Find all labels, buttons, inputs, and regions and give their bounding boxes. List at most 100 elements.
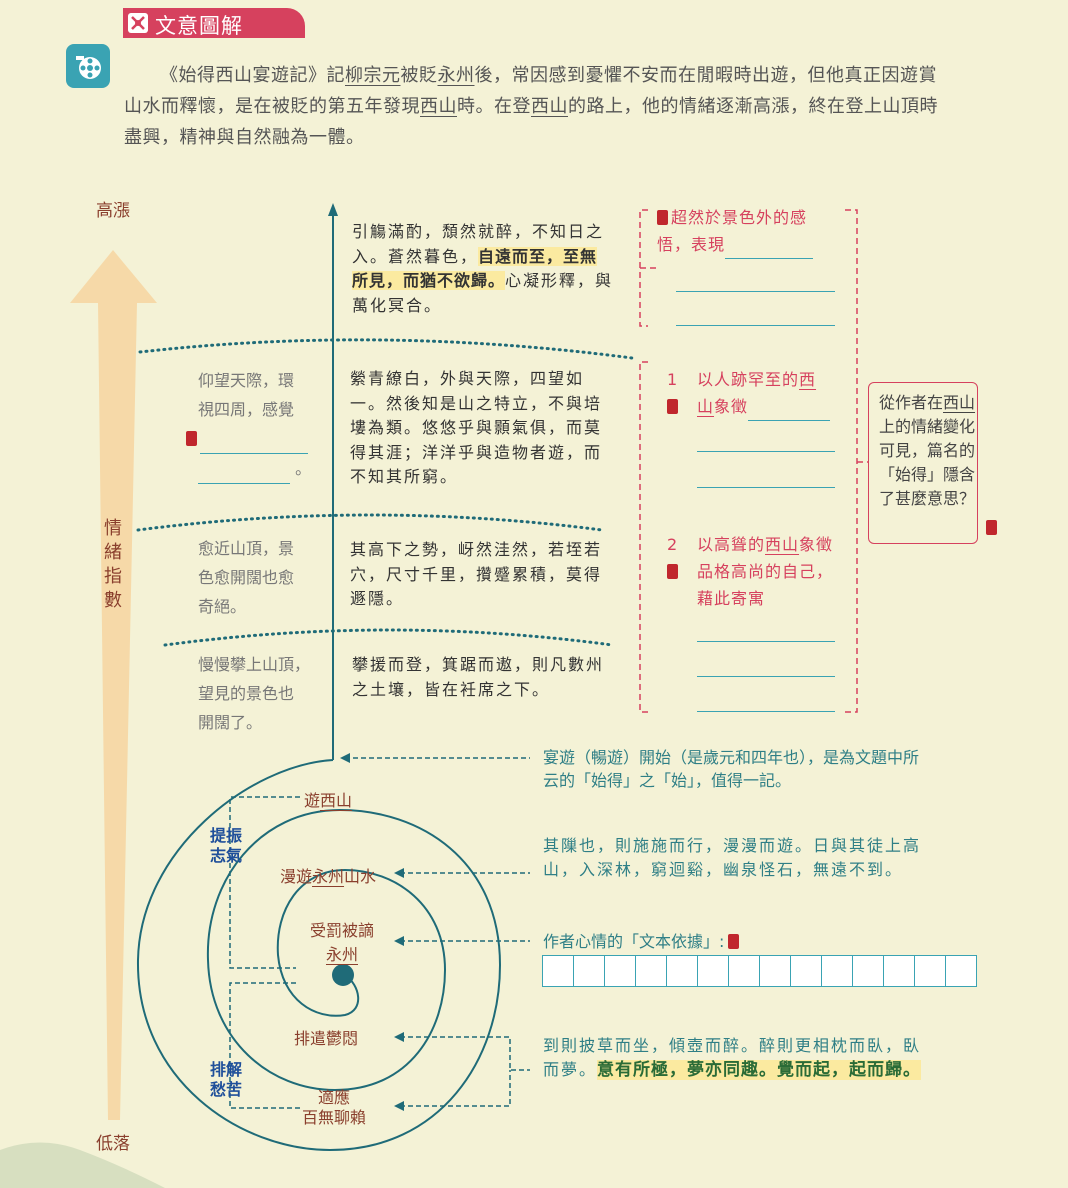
answer-line[interactable] — [697, 487, 835, 488]
answer-line[interactable] — [697, 641, 835, 642]
answer-blank[interactable] — [748, 393, 831, 421]
note-text: 以人跡罕至的 — [697, 370, 800, 389]
basis-label: 作者心情的「文本依據」: — [543, 932, 725, 951]
spiral-label-relieve: 排遣鬱悶 — [294, 1029, 359, 1048]
key-icon — [186, 431, 197, 446]
note-text: 象徵品格高尚的自己，藉此寄寓 — [697, 535, 834, 608]
divider-arc — [138, 338, 634, 360]
divider-arc — [163, 628, 614, 647]
key-icon — [667, 564, 678, 579]
annotation-basis: 作者心情的「文本依據」: — [543, 930, 742, 953]
spiral-label-wander: 漫遊永州山水 — [280, 863, 376, 887]
intro-text: 的路上，他的情緒逐漸高漲，終在登上山頂時盡興，精神與自然融為一體。 — [124, 96, 938, 148]
key-icon — [986, 518, 1000, 537]
label-text: 漫遊 — [280, 867, 313, 886]
axis-bottom-label: 低落 — [96, 1134, 130, 1154]
stage-quote-sky: 縈青繚白，外與天際，四望如一。然後知是山之特立，不與培塿為類。悠悠乎與顥氣俱，而… — [350, 369, 603, 486]
note-place: 山 — [697, 397, 715, 416]
intro-place: 西山 — [531, 96, 568, 117]
grid-cell[interactable] — [821, 955, 853, 987]
intro-text: 後，常因感到憂懼不安而在閒暇時出遊，但他真正因遊賞山水而釋懷，是在被貶的第五年發… — [124, 65, 937, 117]
side-label-spirit: 提振 志氣 — [210, 826, 242, 866]
label-place: 永州 — [312, 867, 345, 886]
grid-cell[interactable] — [914, 955, 946, 987]
note-line: 愈近山頂，景 — [198, 539, 295, 558]
question-text: 從作者在 — [879, 393, 944, 412]
answer-blank[interactable] — [198, 454, 290, 484]
note-line: 慢慢攀上山頂， — [198, 655, 311, 674]
note-line: 開闊了。 — [198, 713, 263, 732]
label-text: 愁苦 — [210, 1080, 243, 1099]
grid-cell[interactable] — [635, 955, 667, 987]
right-note-1: 以人跡罕至的西 山象徵 — [697, 366, 842, 421]
spiral-center — [332, 964, 354, 986]
label-text: 山水 — [344, 867, 377, 886]
note-end: 。 — [295, 459, 312, 478]
grid-cell[interactable] — [666, 955, 698, 987]
right-note-2: 以高聳的西山象徵品格高尚的自己，藉此寄寓 — [697, 531, 839, 612]
grid-cell[interactable] — [790, 955, 822, 987]
note-text: 象徵 — [714, 397, 749, 416]
answer-line[interactable] — [697, 451, 835, 452]
key-icon — [657, 210, 668, 225]
note-line: 色愈開闊也愈 — [198, 568, 295, 587]
answer-grid[interactable] — [542, 955, 977, 987]
intro-place: 永州 — [437, 65, 475, 86]
note-2-marker: 2 — [667, 531, 693, 585]
quote-text: 心凝形釋，與萬化冥合。 — [352, 271, 614, 315]
grid-cell[interactable] — [697, 955, 729, 987]
answer-line[interactable] — [676, 291, 835, 292]
intro-author: 柳宗元 — [345, 65, 401, 86]
answer-line[interactable] — [676, 325, 835, 326]
answer-line[interactable] — [697, 711, 835, 712]
label-text: 適應 — [317, 1088, 350, 1107]
intro-text: 時。在登 — [457, 96, 531, 117]
grid-cell[interactable] — [542, 955, 574, 987]
section-title: 文意圖解 — [155, 14, 243, 38]
quote-highlight: 意有所極，夢亦同趣。覺而起，起而歸。 — [597, 1060, 922, 1080]
spiral-label-visit: 遊西山 — [304, 787, 352, 811]
connectors — [345, 757, 530, 1107]
grid-cell[interactable] — [945, 955, 977, 987]
right-note-top: 超然於景色外的感 悟，表現 — [657, 204, 837, 259]
key-icon — [728, 934, 740, 949]
label-text: 志氣 — [210, 846, 243, 865]
spirit-bracket — [229, 796, 300, 969]
answer-line[interactable] — [697, 676, 835, 677]
side-label-relief: 排解 愁苦 — [210, 1060, 242, 1100]
grid-cell[interactable] — [573, 955, 605, 987]
label-text: 受罰被謫 — [309, 921, 374, 940]
spiral-label-adapt: 適應 百無聊賴 — [296, 1088, 372, 1128]
answer-blank[interactable] — [725, 231, 814, 259]
connector-arrowheads — [340, 753, 404, 1111]
stage-quote-summit: 引觴滿酌，頹然就醉，不知日之入。蒼然暮色，自遠而至，至無所見，而猶不欲歸。心凝形… — [352, 220, 614, 318]
grid-cell[interactable] — [759, 955, 791, 987]
pink-brackets — [639, 209, 868, 713]
grid-cell[interactable] — [604, 955, 636, 987]
annotation-wander-quote: 其隟也，則施施而行，漫漫而遊。日與其徒上高山，入深林，窮迴谿，幽泉怪石，無遠不到… — [543, 836, 922, 879]
spiral — [136, 759, 502, 1152]
note-text: 以高聳的 — [697, 535, 766, 554]
emotion-arrow — [70, 250, 157, 1120]
note-line: 超然於景色外的感 — [671, 208, 808, 227]
label-place: 西山 — [320, 791, 353, 810]
grid-cell[interactable] — [883, 955, 915, 987]
note-line: 望見的景色也 — [198, 684, 295, 703]
stage-quote-climb: 攀援而登，箕踞而遨，則凡數州之土壤，皆在衽席之下。 — [352, 655, 605, 699]
label-place: 永州 — [325, 945, 358, 964]
axis-top-label: 高漲 — [96, 201, 130, 221]
intro-paragraph: 《始得西山宴遊記》記柳宗元被貶永州後，常因感到憂懼不安而在閒暇時出遊，但他真正因… — [124, 60, 954, 153]
label-text: 排解 — [210, 1060, 243, 1079]
relief-bracket — [229, 982, 300, 1109]
intro-text: 被貶 — [400, 65, 438, 86]
grid-cell[interactable] — [852, 955, 884, 987]
axis-middle-label: 情緒指數 — [104, 518, 122, 611]
note-line: 奇絕。 — [198, 597, 247, 616]
question-text: 上的情緒變化可見，篇名的「始得」隱含了甚麼意思？ — [879, 417, 976, 508]
key-icon — [667, 399, 678, 414]
answer-blank[interactable] — [200, 424, 308, 454]
label-text: 遊 — [304, 791, 321, 810]
progress-arrowhead — [328, 203, 338, 216]
grid-cell[interactable] — [728, 955, 760, 987]
